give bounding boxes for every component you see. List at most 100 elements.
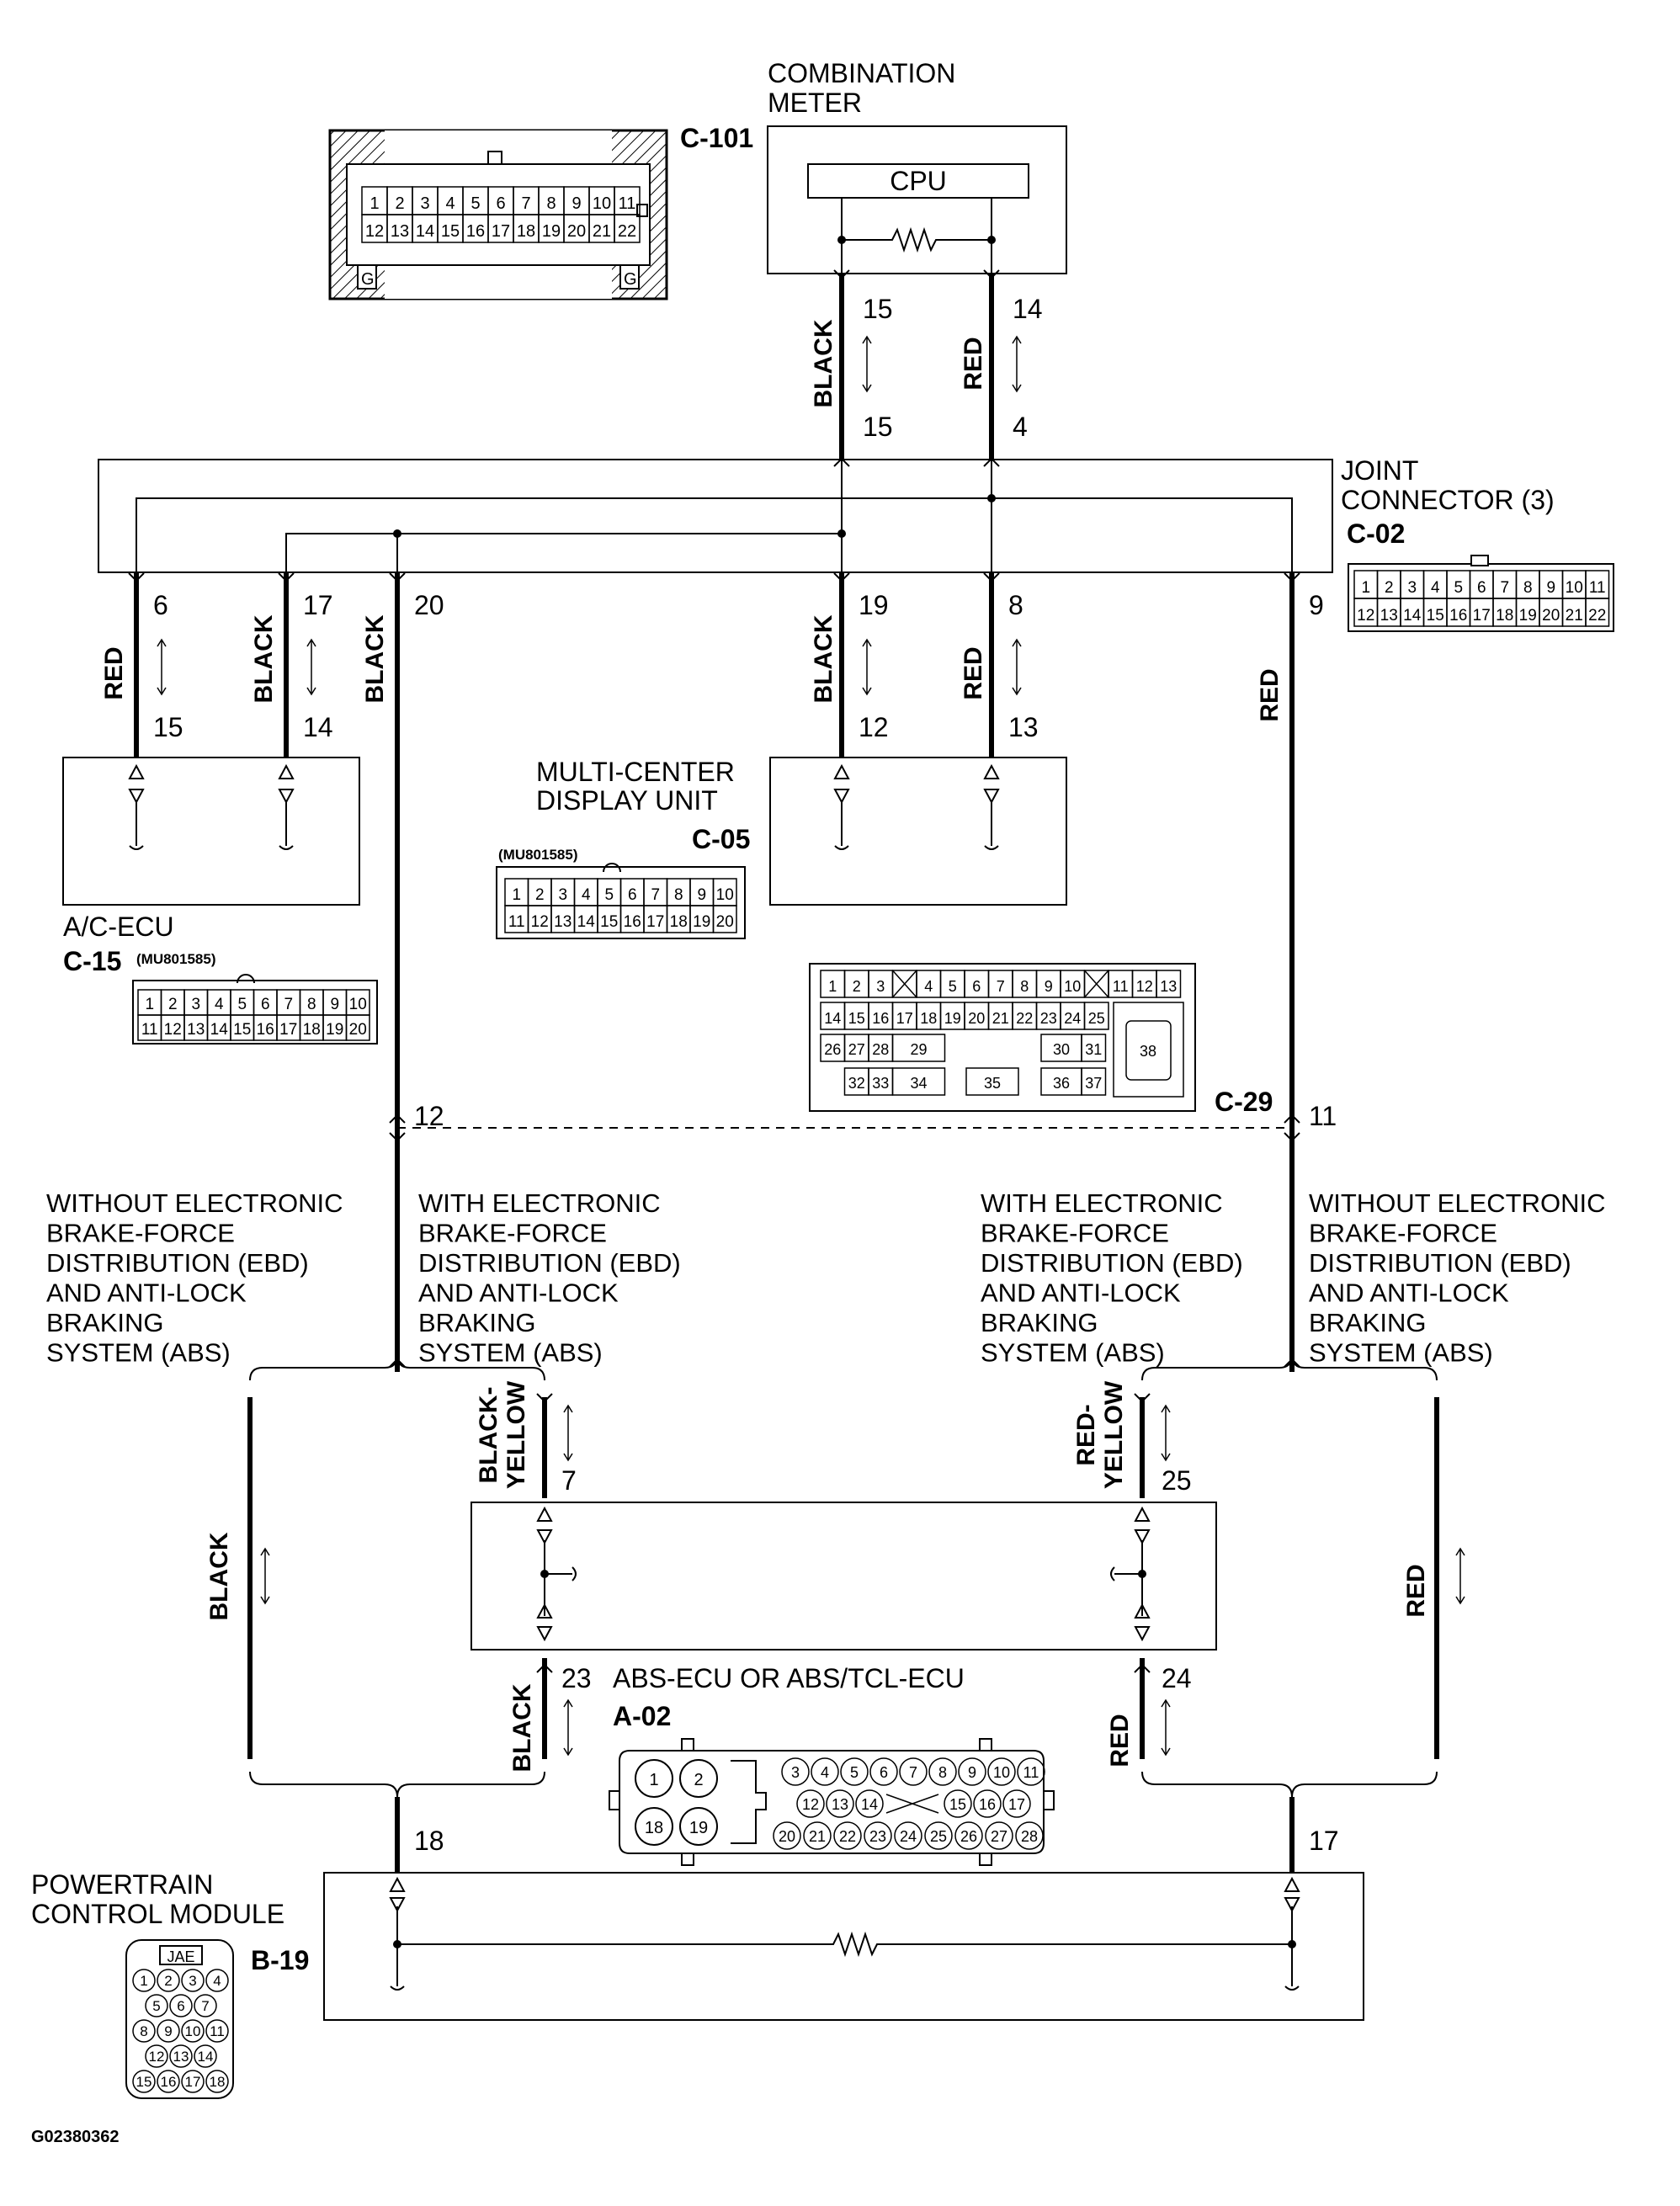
ac-ecu-box <box>62 757 360 906</box>
connector-pin: 21 <box>1566 607 1583 625</box>
connector-pin: 5 <box>850 1764 859 1781</box>
connector-pin: 1 <box>369 194 379 213</box>
multi-center-title-1: MULTI-CENTER <box>536 757 735 787</box>
connector-pin: 24 <box>1064 1010 1081 1027</box>
connector-pin: 17 <box>279 1021 297 1039</box>
connector-pin: 16 <box>872 1010 889 1027</box>
connector-pin: 8 <box>1020 978 1029 995</box>
wire-color-label: BLACK <box>508 1683 536 1772</box>
wire-color-label: BLACK <box>810 319 837 407</box>
connector-pin: 18 <box>670 913 688 931</box>
connector-pin: 5 <box>604 886 614 904</box>
abs-ecu-box <box>471 1502 1217 1651</box>
connector-pin: 18 <box>517 222 535 241</box>
connector-pin: 15 <box>600 913 618 931</box>
connector-pin: 1 <box>649 1771 658 1789</box>
pin-number: 12 <box>414 1101 444 1131</box>
connector-pin: 3 <box>420 194 429 213</box>
note-line: DISTRIBUTION (EBD) <box>46 1248 309 1278</box>
connector-pin: 7 <box>521 194 530 213</box>
connector-c29-label: C-29 <box>1215 1087 1273 1117</box>
note-line: WITH ELECTRONIC <box>418 1188 661 1218</box>
note-line: BRAKING <box>981 1308 1098 1337</box>
pin-number: 7 <box>561 1465 577 1496</box>
connector-pin: 19 <box>1519 607 1537 625</box>
note-line: DISTRIBUTION (EBD) <box>418 1248 681 1278</box>
connector-pin: 1 <box>145 996 154 1013</box>
connector-pin: 3 <box>791 1764 800 1781</box>
connector-pin: 13 <box>391 222 409 241</box>
b19-header: JAE <box>167 1948 194 1965</box>
connector-pin: 18 <box>1496 607 1513 625</box>
connector-pin: 19 <box>944 1010 961 1027</box>
pin-number: 4 <box>1013 412 1028 442</box>
connector-pin: 12 <box>531 913 549 931</box>
connector-pin: 8 <box>1523 579 1533 597</box>
c101-ground-right: G <box>624 270 637 289</box>
connector-pin: 20 <box>716 913 734 931</box>
cpu-label: CPU <box>890 166 947 196</box>
connector-pin: 9 <box>968 1764 976 1781</box>
connector-pin: 18 <box>920 1010 937 1027</box>
pin-number: 17 <box>303 590 333 620</box>
connector-pin: 10 <box>185 2023 201 2039</box>
connector-pin: 35 <box>984 1075 1001 1092</box>
note-line: BRAKING <box>418 1308 536 1337</box>
connector-pin: 32 <box>848 1075 865 1092</box>
connector-pin: 12 <box>149 2049 165 2065</box>
connector-pin: 8 <box>307 996 316 1013</box>
connector-pin: 4 <box>582 886 591 904</box>
c101-ground-left: G <box>361 270 375 289</box>
connector-pin: 14 <box>577 913 596 931</box>
combination-meter-box <box>767 125 1067 274</box>
connector-b19-label: B-19 <box>251 1945 309 1975</box>
connector-pin: 21 <box>992 1010 1009 1027</box>
pin-number: 23 <box>561 1663 592 1693</box>
combination-meter-title-1: COMBINATION <box>768 58 955 88</box>
connector-terminal-marks <box>128 269 1300 1913</box>
connector-pin: 16 <box>979 1796 996 1813</box>
connector-pin: 2 <box>164 1973 172 1989</box>
connector-pin: 27 <box>991 1828 1007 1845</box>
connector-pin: 17 <box>185 2074 201 2090</box>
connector-pin: 27 <box>848 1041 865 1058</box>
abs-ecu-internal <box>540 1540 1146 1616</box>
connector-pin: 28 <box>872 1041 889 1058</box>
connector-pin: 7 <box>997 978 1005 995</box>
connector-pin: 13 <box>832 1796 848 1813</box>
note-line: SYSTEM (ABS) <box>981 1338 1165 1368</box>
connector-c02-label: C-02 <box>1347 518 1405 549</box>
connector-pin: 6 <box>972 978 981 995</box>
pin-number: 15 <box>153 712 183 742</box>
connector-pin: 16 <box>257 1021 274 1039</box>
connector-pin: 19 <box>693 913 710 931</box>
connector-pin: 30 <box>1053 1041 1070 1058</box>
connector-pin: 18 <box>303 1021 321 1039</box>
bracket-top-right <box>1141 1354 1438 1381</box>
connector-pin: 8 <box>140 2023 147 2039</box>
connector-pin: 23 <box>1040 1010 1057 1027</box>
connector-pin: 11 <box>619 194 636 213</box>
connector-pin: 14 <box>198 2049 214 2065</box>
connector-pin: 16 <box>624 913 641 931</box>
note-line: BRAKING <box>46 1308 164 1337</box>
note-line: AND ANTI-LOCK <box>1309 1278 1509 1308</box>
connector-pin: 24 <box>900 1828 917 1845</box>
pin-number: 8 <box>1008 590 1023 620</box>
connector-pin: 11 <box>1023 1764 1039 1781</box>
connector-pin: 12 <box>365 222 384 241</box>
jc-red-bus <box>136 497 1293 572</box>
wire-color-label: RED <box>1106 1714 1134 1767</box>
connector-pin: 7 <box>284 996 293 1013</box>
connector-pin: 11 <box>210 2023 225 2039</box>
connector-pin: 19 <box>542 222 561 241</box>
note-line: WITHOUT ELECTRONIC <box>46 1188 343 1218</box>
connector-pin: 16 <box>1449 607 1467 625</box>
connector-pin: 1 <box>140 1973 147 1989</box>
connector-pin: 6 <box>1477 579 1486 597</box>
